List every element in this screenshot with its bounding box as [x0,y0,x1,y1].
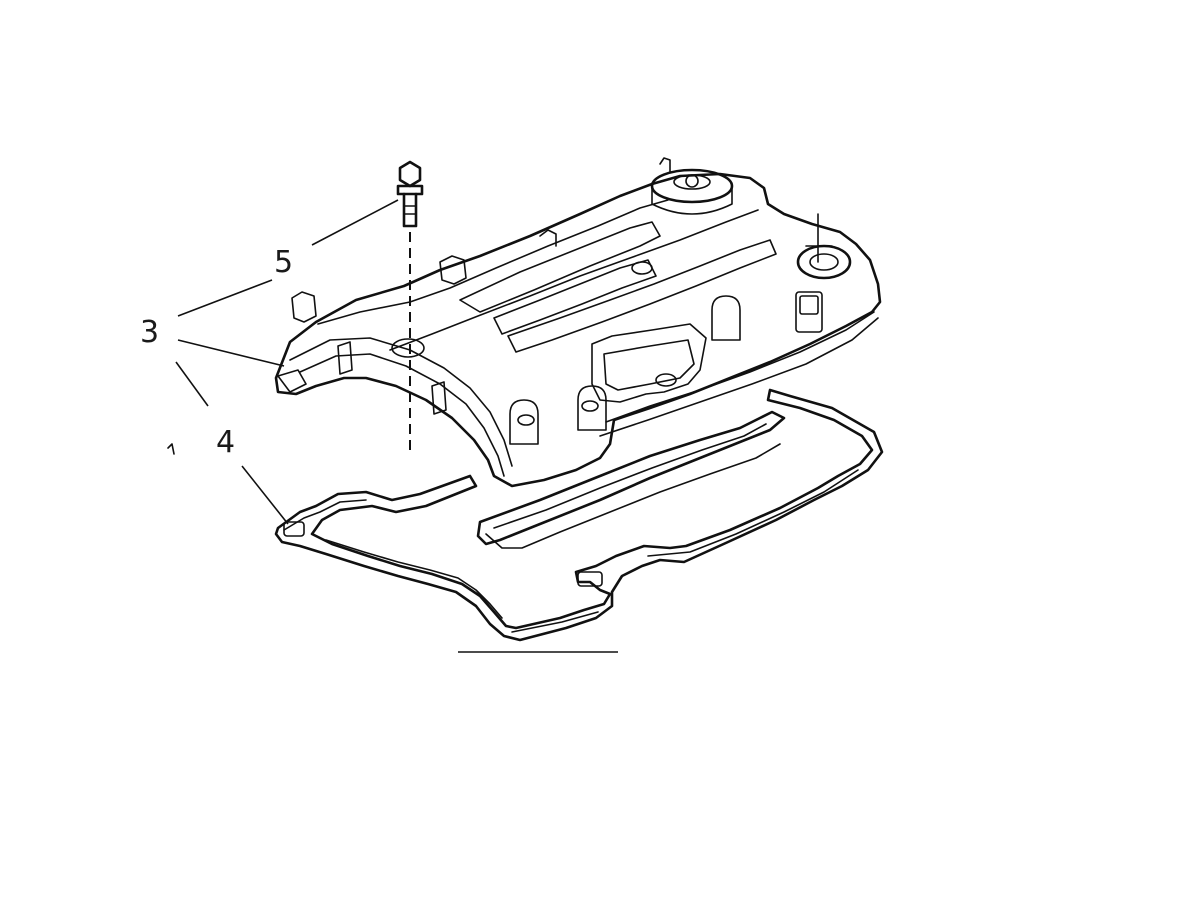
leader-4 [241,465,289,525]
valve-cover [274,157,882,488]
callout-cover: 3 [140,315,159,350]
callout-bolt: 5 [274,245,293,280]
leader-3-b [177,339,285,367]
stray-mark [167,443,175,455]
leader-5 [311,199,399,246]
bolt [396,160,424,450]
valve-cover-gasket [274,388,884,642]
callout-gasket: 4 [216,425,235,460]
leader-lines [167,199,618,653]
leader-3-a [177,279,273,317]
leader-3-c [175,361,209,407]
